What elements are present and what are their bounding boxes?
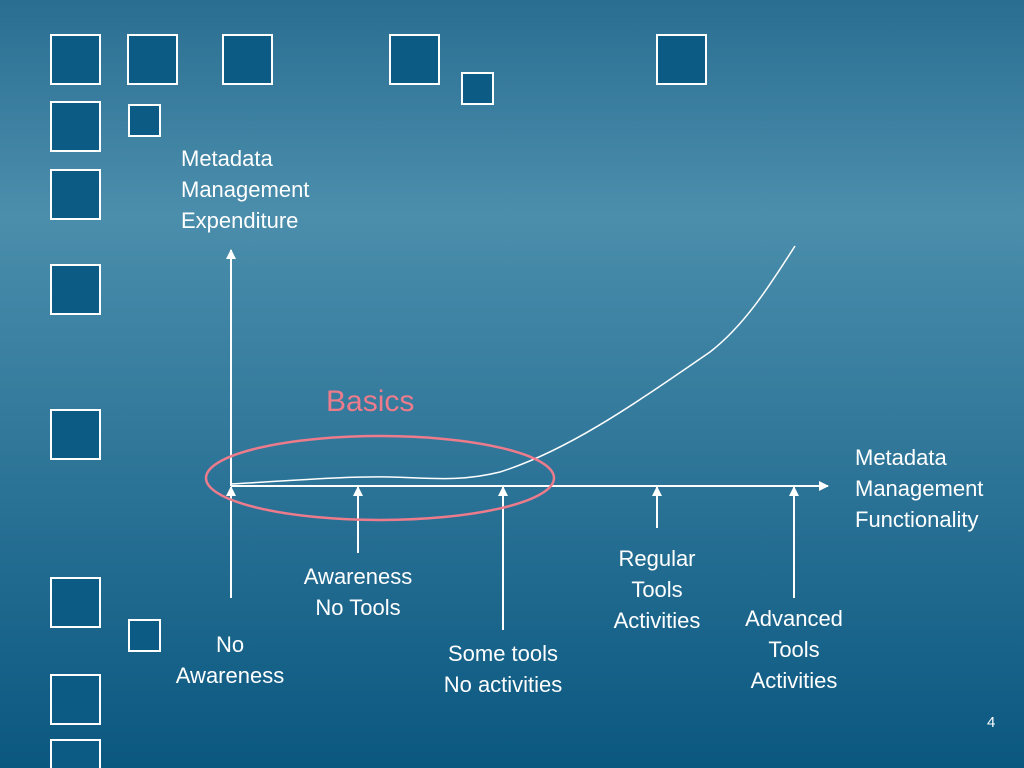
- decorative-square: [128, 104, 161, 137]
- expenditure-curve: [230, 245, 796, 485]
- decorative-square: [50, 739, 101, 768]
- basics-highlight-ellipse: [204, 434, 556, 522]
- decorative-square: [50, 34, 101, 85]
- decorative-square: [50, 264, 101, 315]
- decorative-squares: [50, 34, 707, 768]
- decorative-square: [50, 101, 101, 152]
- decorative-square: [222, 34, 273, 85]
- stage-label-some-tools: Some tools No activities: [443, 641, 563, 697]
- decorative-square: [127, 34, 178, 85]
- basics-label: Basics: [326, 385, 415, 418]
- decorative-square: [50, 409, 101, 460]
- stage-label-awareness-no-tools: Awareness No Tools: [303, 564, 413, 620]
- decorative-square: [50, 674, 101, 725]
- decorative-square: [461, 72, 494, 105]
- decorative-square: [389, 34, 440, 85]
- decorative-square: [50, 577, 101, 628]
- decorative-square: [50, 169, 101, 220]
- x-axis-label: Metadata Management Functionality: [855, 445, 984, 532]
- page-number: 4: [987, 714, 996, 731]
- stage-label-no-awareness: No Awareness: [175, 632, 285, 688]
- stage-label-advanced-tools: Advanced Tools Activities: [745, 606, 843, 693]
- decorative-square: [128, 619, 161, 652]
- y-axis-label: Metadata Management Expenditure: [181, 146, 310, 233]
- stage-label-regular-tools: Regular Tools Activities: [613, 546, 701, 633]
- decorative-square: [656, 34, 707, 85]
